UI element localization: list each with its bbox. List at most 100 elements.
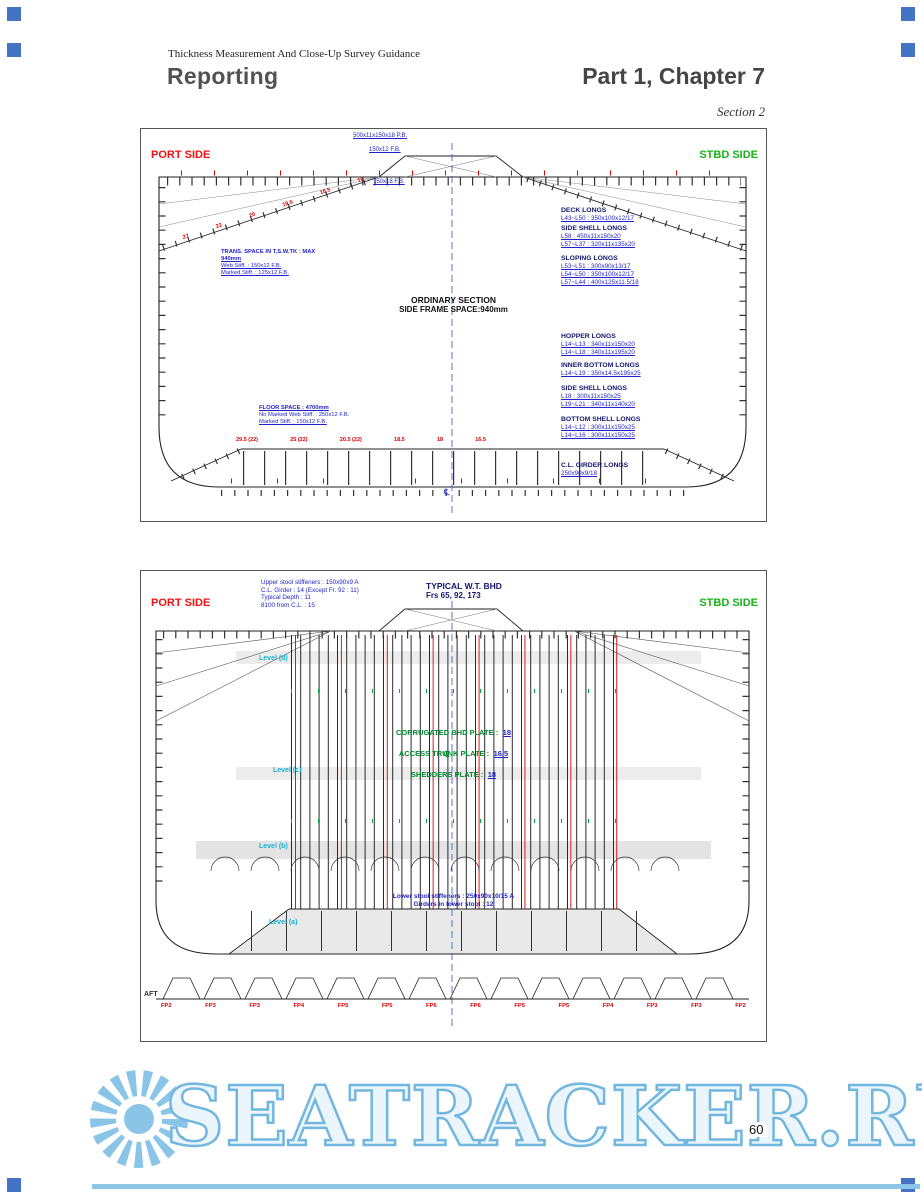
longs-group: C.L. GIRDER LONGS 250x90x9/18 xyxy=(561,462,756,478)
watermark-text: SEATRACKER.RU xyxy=(164,1069,922,1165)
longs-group-item: L14~L19 : 350x14.5x195x25 xyxy=(561,370,641,377)
lower-note-line1: Lower stool stiffeners : 250x90x10/15 A xyxy=(392,893,515,900)
plate-note-label: CORRUGATED BHD PLATE : xyxy=(395,728,499,737)
trans-space-line1: TRANS. SPACE IN T.S.W.TK : MAX xyxy=(221,249,316,255)
plate-note-label: ACCESS TRUNK PLATE : xyxy=(398,748,490,758)
plate-note-value: 16.5 xyxy=(493,748,509,758)
fp-label: FP6 xyxy=(470,1003,481,1009)
upper-note-line4: 8100 from C.L. : 15 xyxy=(261,602,315,610)
bottom-dimension-row: 29.5 (22) 25 (22) 20.5 (22) 18.5 18 16.5 xyxy=(236,437,486,443)
trans-space-note: TRANS. SPACE IN T.S.W.TK : MAX 940mm Web… xyxy=(221,249,346,277)
dim-label: 20.5 (22) xyxy=(339,437,362,443)
aft-label: AFT xyxy=(144,991,158,998)
longs-group: BOTTOM SHELL LONGS L14~L12 : 300x11x150x… xyxy=(561,416,756,440)
longs-group-item: L43~L50 : 350x100x12/17 xyxy=(561,215,635,222)
longs-group-title: HOPPER LONGS xyxy=(561,333,616,340)
level-a-label: Level (a) xyxy=(269,919,298,926)
longs-group: SLOPING LONGS L53~L51 : 300x90x13/17 L54… xyxy=(561,255,756,287)
longs-group-item: L19~L21 : 340x11x140x20 xyxy=(561,401,635,408)
stbd-side-label: STBD SIDE xyxy=(699,149,758,161)
longs-group-title: SIDE SHELL LONGS xyxy=(561,385,627,392)
fp-label: FP3 xyxy=(249,1003,260,1009)
dim-label: 16.5 xyxy=(475,437,486,443)
longs-group-title: DECK LONGS xyxy=(561,207,607,214)
longs-group-item: L14~L18 : 340x11x195x20 xyxy=(561,349,635,356)
fp-label: FP6 xyxy=(426,1003,437,1009)
longs-group-title: SIDE SHELL LONGS xyxy=(561,225,627,232)
plate-note-label: SHEDDERS PLATE : xyxy=(410,769,484,779)
page-title: Reporting xyxy=(167,63,279,89)
midship-section-drawing xyxy=(158,143,747,513)
chapter-title: Part 1, Chapter 7 xyxy=(582,63,765,89)
level-d-label: Level (d) xyxy=(259,655,288,662)
dim-label: 29.5 (22) xyxy=(236,437,259,443)
lower-note-line2: Girders in lower stool : 12 xyxy=(413,900,494,908)
plate-note-value: 18 xyxy=(502,728,511,737)
fp-label: FP2 xyxy=(735,1003,746,1009)
section-center-title: ORDINARY SECTION SIDE FRAME SPACE:940mm xyxy=(141,295,766,314)
page-number: 60 xyxy=(745,1122,768,1137)
corner-marker-right-upper xyxy=(901,43,915,57)
fp-label: FP3 xyxy=(205,1003,216,1009)
fp-label: FP5 xyxy=(514,1003,526,1009)
fp-label: FP2 xyxy=(161,1003,172,1009)
ordinary-section-diagram: PORT SIDE STBD SIDE 500x11x150x18 P.B. 1… xyxy=(140,128,767,522)
fp-label: FP4 xyxy=(293,1003,305,1009)
longs-group-item: L14~L12 : 300x11x150x25 xyxy=(561,424,635,431)
centerline-symbol: ℄ xyxy=(444,487,450,497)
longs-scantling-list: DECK LONGS L43~L50 : 350x100x12/17 SIDE … xyxy=(561,207,756,478)
corner-marker-top-right xyxy=(901,7,915,21)
floor-space-note: FLOOR SPACE : 4700mm No Marked Web Stiff… xyxy=(259,405,394,426)
sun-logo-icon xyxy=(90,1070,188,1168)
bhd-title-line2: Frs 65, 92, 173 xyxy=(426,591,481,600)
bhd-title: TYPICAL W.T. BHD Frs 65, 92, 173 xyxy=(426,581,596,600)
trans-space-line3: Web Stiff. : 150x12 F.B. xyxy=(221,263,282,270)
watermark-underline xyxy=(92,1184,920,1189)
typical-wt-bhd-diagram: PORT SIDE STBD SIDE Upper stool stiffene… xyxy=(140,570,767,1042)
fp-label: FP3 xyxy=(646,1003,658,1009)
level-b-label: Level (b) xyxy=(259,843,288,850)
section-label: Section 2 xyxy=(716,104,765,119)
top-fb-label-2: 150x18 F.B. xyxy=(373,179,405,185)
longs-group-item: L54~L50 : 350x100x12/17 xyxy=(561,271,635,278)
longs-group-item: L57~L37 : 320x11x135x20 xyxy=(561,241,635,248)
upper-note-line3: Typical Depth : 11 xyxy=(261,594,311,602)
longs-group-title: INNER BOTTOM LONGS xyxy=(561,362,640,369)
fp-label: FP3 xyxy=(691,1003,702,1009)
longs-group-title: BOTTOM SHELL LONGS xyxy=(561,416,641,423)
upper-stool-note: Upper stool stiffeners : 150x90x9 A C.L.… xyxy=(261,579,481,610)
top-fb-label-1: 150x12 F.B. xyxy=(369,147,401,153)
corner-marker-bottom-left xyxy=(7,1178,21,1192)
longs-group: SIDE SHELL LONGS L18 : 300x11x150x25 L19… xyxy=(561,385,756,409)
corner-marker-top-left xyxy=(7,7,21,21)
lower-stool-note: Lower stool stiffeners : 250x90x10/15 A … xyxy=(141,893,766,909)
longs-group-item: 250x90x9/18 xyxy=(561,470,598,477)
longs-group-title: C.L. GIRDER LONGS xyxy=(561,462,629,469)
port-side-label: PORT SIDE xyxy=(151,597,211,609)
bhd-title-line1: TYPICAL W.T. BHD xyxy=(426,581,502,591)
longs-group-title: SLOPING LONGS xyxy=(561,255,618,262)
longs-group: SIDE SHELL LONGS L58 : 450x11x150x20 L57… xyxy=(561,225,756,249)
top-plate-label: 500x11x150x18 P.B. xyxy=(353,133,408,139)
floor-space-line1: FLOOR SPACE : 4700mm xyxy=(259,405,329,411)
fp-label: FP4 xyxy=(602,1003,614,1009)
plate-note-row: ACCESS TRUNK PLATE : 16.5 xyxy=(141,742,766,763)
longs-group-item: L14~L13 : 340x11x150x20 xyxy=(561,341,635,348)
longs-group: DECK LONGS L43~L50 : 350x100x12/17 xyxy=(561,207,756,223)
longs-group-item: L57~L44 : 400x125x11.5/18 xyxy=(561,279,639,286)
dim-label: 18.5 xyxy=(394,437,405,443)
fp-label: FP5 xyxy=(337,1003,349,1009)
bulkhead-drawing xyxy=(155,601,750,1026)
fp-label: FP5 xyxy=(558,1003,570,1009)
longs-group: HOPPER LONGS L14~L13 : 340x11x150x20 L14… xyxy=(561,333,756,357)
centerline-symbol: ℄ xyxy=(444,749,450,759)
trans-space-line4: Marked Stiff. : 125x12 F.B. xyxy=(221,270,289,277)
plate-note-value: 18 xyxy=(487,769,497,779)
center-title-line2: SIDE FRAME SPACE:940mm xyxy=(399,305,508,314)
center-title-line1: ORDINARY SECTION xyxy=(410,295,496,305)
dim-label: 18 xyxy=(436,437,444,443)
floor-space-line2: No Marked Web Stiff. : 250x12 F.B. xyxy=(259,412,350,419)
dim-label: 25 (22) xyxy=(290,437,308,443)
floor-space-line3: Marked Stiff. : 150x12 F.B. xyxy=(259,419,327,426)
